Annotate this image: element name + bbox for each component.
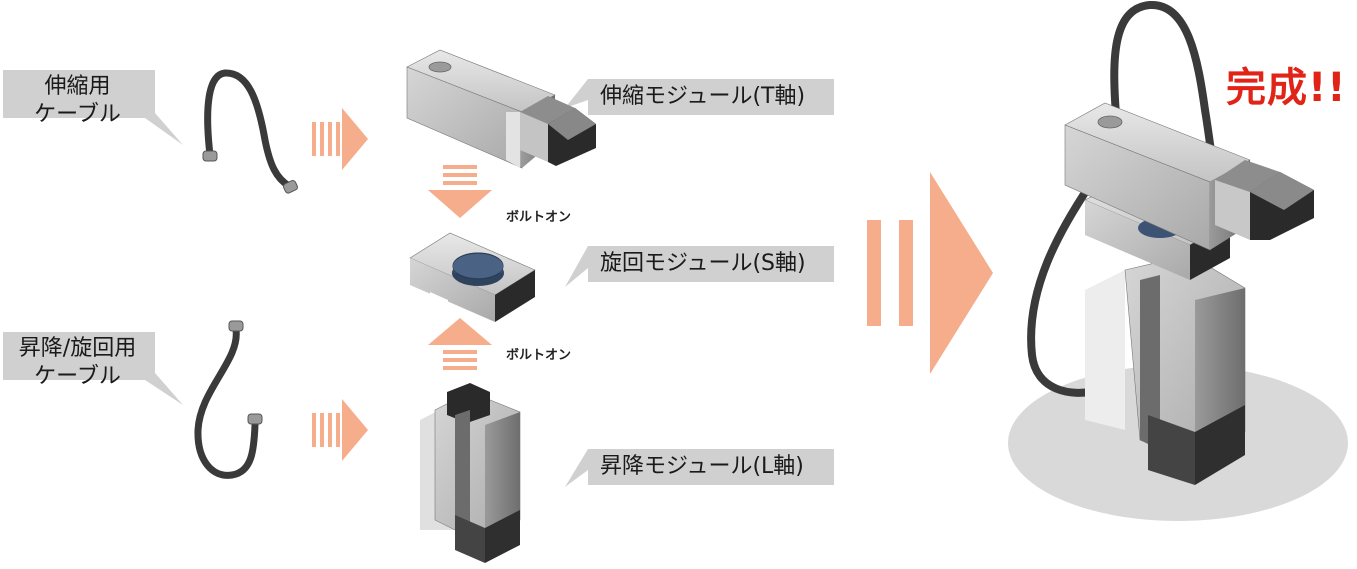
extension-cable-illustration: [202, 69, 298, 194]
cable-label-extension-line2: ケーブル: [34, 102, 121, 127]
module-callout-lift: [565, 449, 834, 487]
cable-label-lift-rotate-line1: 昇降/旋回用: [18, 336, 137, 361]
module-callout-rotation: [565, 246, 834, 287]
cable-label-lift-rotate-line2: ケーブル: [34, 364, 121, 389]
module-callout-extension: [565, 79, 834, 115]
rotation-module-illustration: [409, 232, 536, 322]
cable-callout-lift-rotate: [3, 332, 183, 405]
arrow-right-bottom: [312, 399, 368, 461]
arrow-right-large: [867, 172, 993, 374]
bolt-on-arrow-up: [428, 318, 492, 370]
arrow-right-top: [312, 108, 368, 170]
bolt-on-arrow-down: [428, 165, 492, 218]
completed-label: 完成!!: [1226, 65, 1347, 111]
lift-rotate-cable-illustration: [194, 320, 263, 479]
bolt-on-label-top: ボルトオン: [506, 210, 572, 225]
completed-robot-illustration: [1008, 0, 1348, 521]
lift-module-illustration: [420, 383, 521, 563]
module-label-rotation: 旋回モジュール(S軸): [600, 251, 806, 276]
cable-label-lift-rotate: 昇降/旋回用 ケーブル: [10, 335, 145, 391]
bolt-on-label-bottom: ボルトオン: [506, 348, 572, 363]
extension-module-illustration: [406, 49, 596, 169]
cable-label-extension: 伸縮用 ケーブル: [10, 73, 145, 129]
cable-callout-extension: [3, 70, 183, 145]
module-label-lift: 昇降モジュール(L軸): [600, 454, 804, 479]
module-label-extension: 伸縮モジュール(T軸): [600, 84, 806, 109]
cable-label-extension-line1: 伸縮用: [44, 74, 111, 99]
